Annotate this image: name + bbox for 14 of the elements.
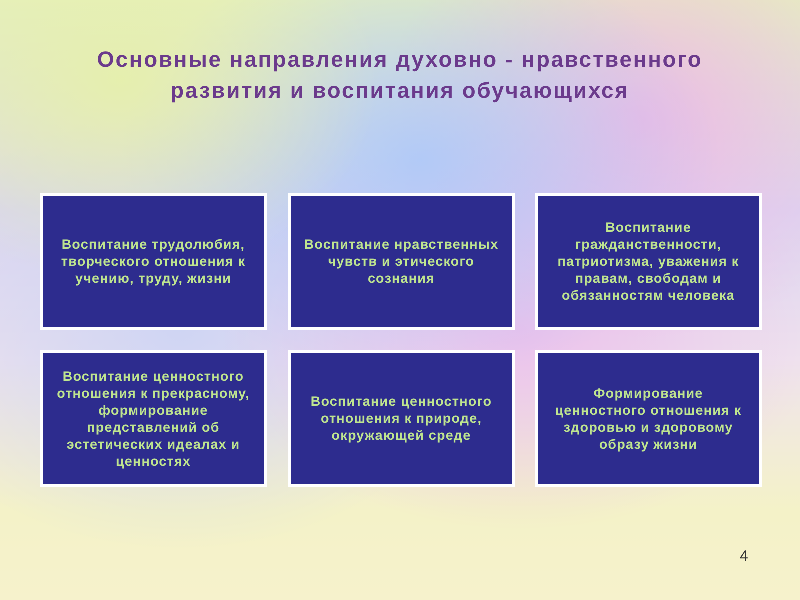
topic-text: Воспитание гражданственности, патриотизма, уважения к правам, свободам и обязанностям человека: [556, 219, 740, 304]
topic-box: [40, 193, 267, 330]
topic-text: Воспитание трудолюбия, творческого отношения к учению, труду, жизни: [60, 236, 247, 287]
topic-text: Воспитание нравственных чувств и этического сознания: [303, 236, 500, 287]
topic-box: [535, 193, 762, 330]
topic-box: [288, 193, 515, 330]
topic-box: [288, 350, 515, 487]
topic-text: Формирование ценностного отношения к здоровью и здоровому образу жизни: [554, 384, 743, 452]
topic-box: [535, 350, 762, 487]
slide-title: Основные направления духовно - нравственного развития и воспитания обучающихся: [96, 46, 704, 105]
topic-text: Воспитание ценностного отношения к прекрасному, формирование представлений об эстетических идеалах и ценностях: [56, 368, 251, 470]
page-number: 4: [740, 548, 748, 565]
topic-box: [40, 350, 267, 487]
topic-text: Воспитание ценностного отношения к природе, окружающей среде: [310, 393, 494, 444]
